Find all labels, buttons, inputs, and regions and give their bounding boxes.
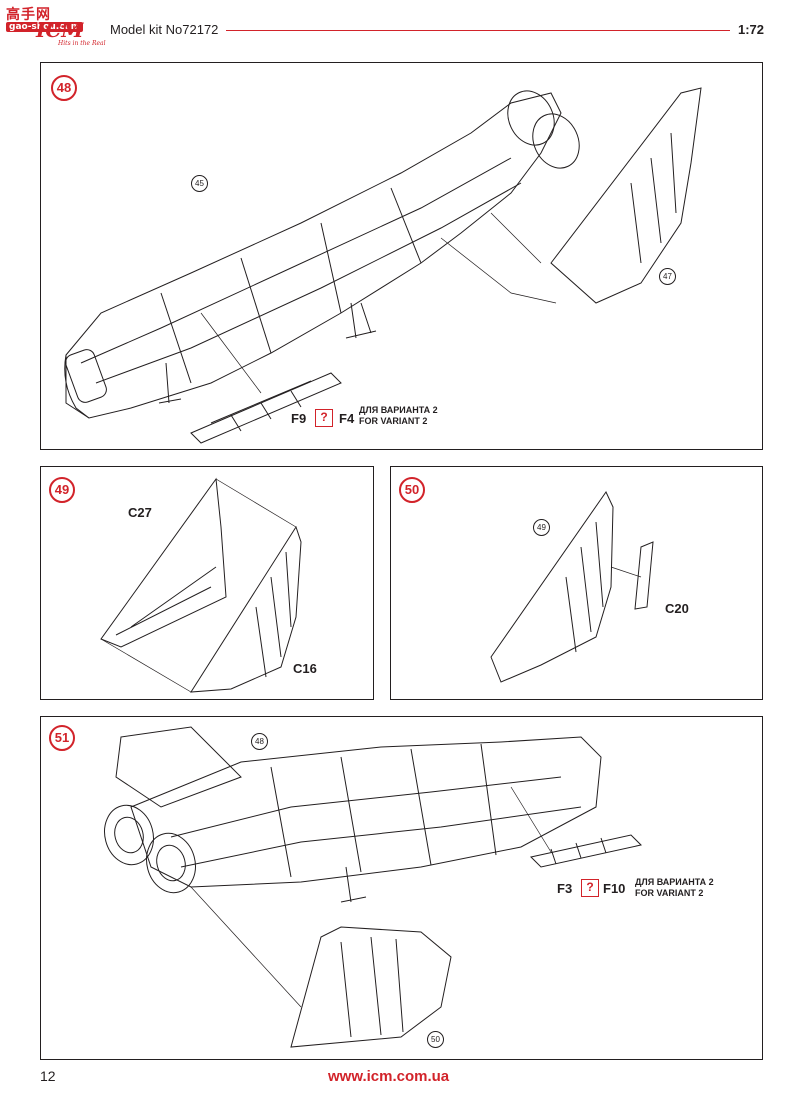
step-51-part-f10: F10: [603, 881, 626, 896]
variant-ru: ДЛЯ ВАРИАНТА 2: [635, 877, 714, 887]
step-48-option-mark: ?: [315, 409, 333, 427]
step-48-ref-45: 45: [191, 175, 208, 192]
variant-en: FOR VARIANT 2: [359, 416, 428, 426]
footer-url[interactable]: www.icm.com.ua: [328, 1068, 450, 1085]
step-49-part-c27: C27: [128, 505, 152, 520]
logo-watermark-text: 高手网: [6, 7, 51, 23]
step-49-drawing: [100, 477, 302, 693]
step-49-panel: 49 C27 C16: [40, 466, 374, 700]
step-50-ref-49: 49: [533, 519, 550, 536]
step-48-part-f4: F4: [339, 411, 355, 426]
icm-logo: 高手网 gao-shou.com ICM Hits in the Real: [6, 4, 106, 48]
step-50-part-c20: C20: [665, 601, 689, 616]
step-51-variant-note: ДЛЯ ВАРИАНТА 2 FOR VARIANT 2: [635, 877, 714, 899]
step-50-drawing: [490, 491, 654, 683]
step-50-number: 50: [399, 477, 425, 503]
step-48-number: 48: [51, 75, 77, 101]
page-number: 12: [40, 1068, 56, 1084]
logo-slogan: Hits in the Real: [58, 40, 106, 47]
kit-title: Model kit No72172: [110, 22, 219, 37]
step-48-part-f9: F9: [291, 411, 307, 426]
kit-scale: 1:72: [738, 22, 765, 37]
step-51-number: 51: [49, 725, 75, 751]
step-48-variant-note: ДЛЯ ВАРИАНТА 2 FOR VARIANT 2: [359, 405, 438, 427]
header-rule: [226, 30, 730, 31]
step-48-ref-47: 47: [659, 268, 676, 285]
step-51-panel: 51 48 50 F3 ? F10 ДЛЯ ВАРИАНТА 2 FOR VAR…: [40, 716, 763, 1060]
step-49-number: 49: [49, 477, 75, 503]
variant-ru: ДЛЯ ВАРИАНТА 2: [359, 405, 438, 415]
step-48-drawing: [64, 87, 702, 444]
step-48-panel: 48 45 47 F9 ? F4 ДЛЯ ВАРИАНТА 2 FOR VARI…: [40, 62, 763, 450]
step-51-drawing: [104, 726, 642, 1048]
step-51-ref-50: 50: [427, 1031, 444, 1048]
logo-watermark-url: gao-shou.com: [6, 22, 84, 32]
step-49-part-c16: C16: [293, 661, 317, 676]
step-50-panel: 50 49 C20: [390, 466, 763, 700]
page-header: 高手网 gao-shou.com ICM Hits in the Real Mo…: [0, 0, 800, 52]
step-51-option-mark: ?: [581, 879, 599, 897]
step-51-ref-48: 48: [251, 733, 268, 750]
variant-en: FOR VARIANT 2: [635, 888, 704, 898]
step-51-part-f3: F3: [557, 881, 573, 896]
logo-icm-text: ICM: [36, 18, 84, 42]
